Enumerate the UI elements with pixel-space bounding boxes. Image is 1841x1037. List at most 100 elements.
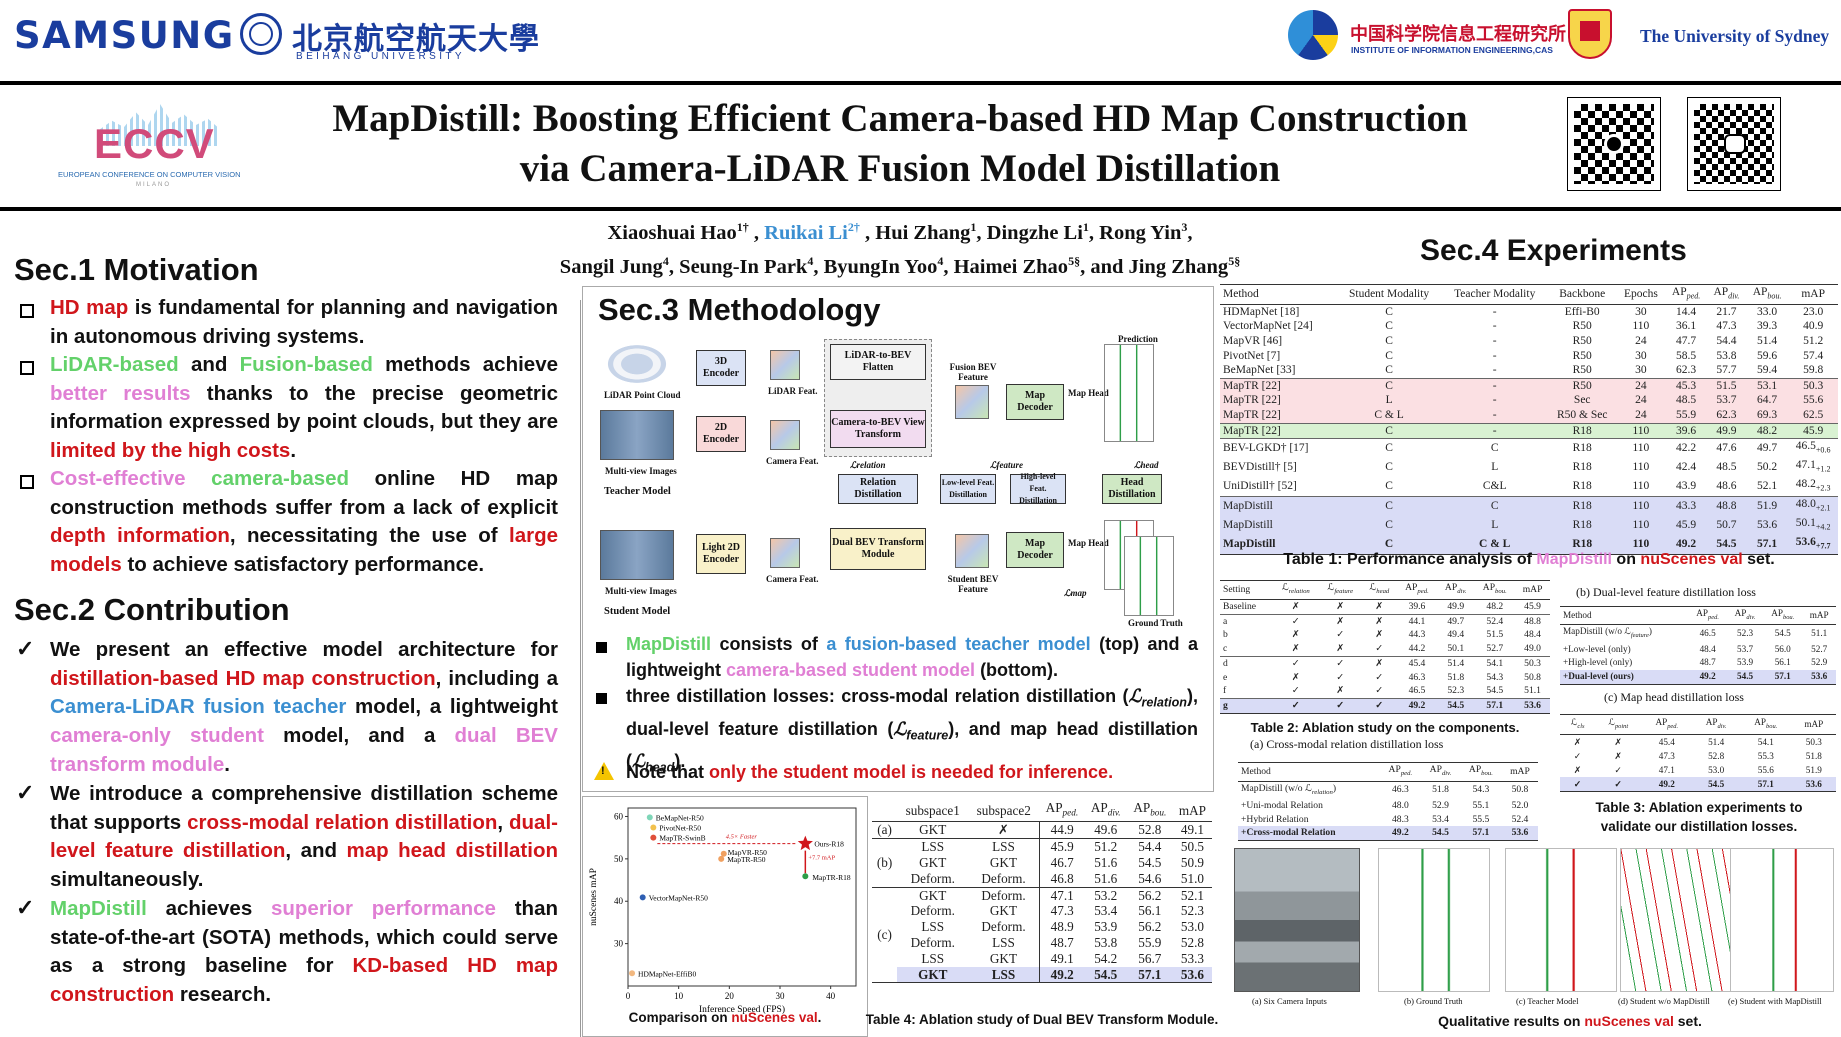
text-run: depth information [50, 524, 230, 548]
qr-code-github-icon[interactable] [1567, 97, 1661, 191]
y-axis-label: nuScenes mAP [589, 868, 599, 926]
table-cell: 51.4 [1708, 736, 1725, 747]
table-cell: 39.6 [1676, 424, 1697, 437]
table-header-cell: APdiv. [1734, 608, 1756, 621]
table-cell: 48.2 [1486, 600, 1504, 612]
table-cell: 51.9 [1805, 764, 1822, 775]
table-cell: 110 [1632, 442, 1650, 455]
table-cell: ✗ [1375, 615, 1384, 627]
table-cell: 53.6 [1757, 518, 1778, 531]
table-cell: 52.1 [1180, 887, 1204, 903]
table-cell: GKT [918, 966, 948, 982]
table-cell: 46.5+0.6 [1795, 440, 1831, 455]
table-cell: 53.0 [1180, 919, 1204, 935]
text-run: ℒ [893, 718, 907, 740]
cas-name-en: INSTITUTE OF INFORMATION ENGINEERING,CAS [1351, 45, 1553, 55]
table-cell: 57.1 [1486, 700, 1504, 712]
table-header-cell: APbou. [1771, 608, 1795, 621]
text-run: Table 1: Performance analysis of [1283, 551, 1537, 568]
table-cell: 49.2 [1050, 966, 1074, 982]
table-cell: 110 [1632, 461, 1650, 474]
table-cell: 51.6 [1094, 855, 1118, 871]
table-cell: 56.2 [1138, 919, 1162, 935]
light-enc-box: Light 2D Encoder [696, 534, 746, 574]
table-cell: C & L [1374, 409, 1404, 422]
table-cell: 51.4 [1447, 657, 1465, 669]
table-cell: MapTR [22] [1223, 409, 1281, 422]
table-cell: 53.3 [1180, 950, 1204, 966]
table-cell: 14.4 [1676, 305, 1697, 318]
text-run: ), dual-level feature distillation ( [626, 686, 1198, 739]
table-cell: R50 [1572, 364, 1592, 377]
table-cell: 48.8 [1524, 615, 1541, 627]
table-cell: ✓ [1614, 778, 1623, 789]
table-cell: 45.4 [1408, 657, 1426, 669]
table-cell: MapDistill (w/o ℒfeature) [1563, 626, 1652, 640]
table-cell: MapTR [22] [1223, 424, 1281, 437]
point-label: MapTR-SwinB [659, 834, 705, 843]
table-cell: 48.4 [1524, 629, 1541, 641]
table-cell: d [1223, 657, 1228, 669]
table-cell: 51.4 [1757, 335, 1778, 348]
table-cell: 49.9 [1716, 424, 1737, 437]
table-header-cell: Backbone [1559, 288, 1606, 301]
ground-truth-map [1124, 536, 1174, 616]
table-cell: ✓ [1291, 685, 1300, 697]
table-cell: R18 [1572, 480, 1592, 493]
top-rule [0, 81, 1841, 85]
table-cell: C [1385, 320, 1393, 333]
table-cell: 45.9 [1676, 518, 1697, 531]
x-tick-label: 30 [776, 991, 786, 1001]
table-cell: - [1492, 394, 1497, 407]
sec1-title: Sec.1 Motivation [14, 252, 259, 287]
authors-line2: Sangil Jung4, Seung-In Park4, ByungIn Yo… [400, 254, 1400, 279]
table-cell: MapVR [46] [1223, 335, 1283, 348]
table-cell: ✗ [1336, 643, 1345, 655]
text-run: Fusion-based [239, 353, 373, 376]
text-run: thanks to the precise geometric informat… [50, 381, 558, 434]
text-run: a fusion-based teacher model [826, 634, 1091, 654]
table-cell: C [1385, 349, 1393, 362]
samsung-logo: SAMSUNG [14, 14, 235, 57]
table-cell: 47.1+1.2 [1795, 459, 1831, 474]
table-cell: ✓ [1336, 700, 1345, 712]
table-cell: 59.6 [1757, 349, 1778, 362]
table-cell: ✗ [1375, 629, 1384, 641]
table-cell: 43.9 [1676, 480, 1697, 493]
table-cell: GKT [968, 950, 1040, 967]
text-run: dual-level feature distillation [50, 810, 558, 863]
table-cell: 24 [1635, 394, 1647, 407]
lidar-bev-box: LiDAR-to-BEV Flatten [830, 344, 926, 380]
label-mv-images-s: Multi-view Images [605, 586, 677, 596]
author-name: Xiaoshuai Hao [607, 221, 737, 244]
table-cell: GKT [919, 822, 947, 838]
table-cell: ✗ [1614, 736, 1623, 747]
table-cell: 48.7 [1699, 657, 1716, 668]
table-cell: ✓ [1291, 700, 1300, 712]
table-cell: ✗ [1336, 615, 1345, 627]
qr-code-wechat-icon[interactable] [1687, 97, 1781, 191]
table-cell: 39.6 [1408, 600, 1426, 612]
table-cell: 58.5 [1676, 349, 1697, 362]
table-cell: ✓ [1375, 685, 1384, 697]
table-cell: 47.6 [1716, 442, 1737, 455]
table-cell: 54.1 [1486, 657, 1504, 669]
warning-icon: ! [594, 762, 614, 780]
table-cell: 49.1 [1050, 950, 1074, 966]
table-cell: GKT [968, 855, 1040, 871]
bullet-filled-icon [596, 693, 607, 704]
table-cell: 51.5 [1716, 379, 1737, 392]
sec3-panel [582, 286, 1214, 792]
x-tick-label: 10 [674, 991, 684, 1001]
